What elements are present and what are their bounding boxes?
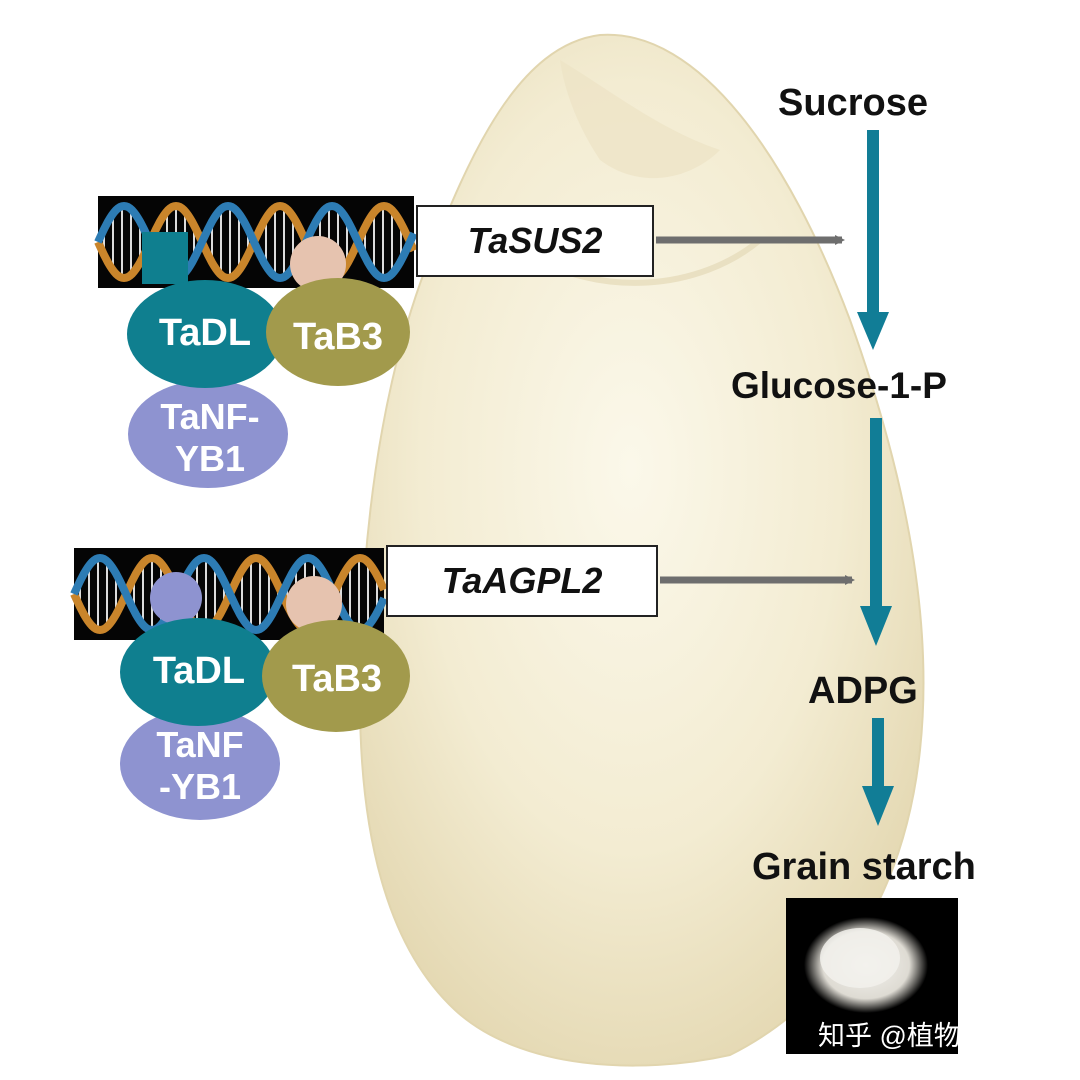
gene-box-taagpl2: TaAGPL2: [386, 545, 658, 617]
tanf-binding-circle-bottom: [150, 572, 202, 624]
tab3-top: [266, 278, 410, 386]
label-adpg: ADPG: [808, 670, 918, 712]
label-sucrose: Sucrose: [778, 82, 928, 124]
pathway-arrow-3: [862, 718, 894, 826]
tab3-binding-circle-top: [290, 236, 346, 292]
label-tab3-top: TaB3: [292, 316, 384, 358]
tanf-yb1-top: [128, 380, 288, 488]
grain-starch-photo: [786, 898, 958, 1054]
label-tanf-yb1-top-line2: YB1: [174, 438, 246, 479]
label-grain-starch: Grain starch: [752, 846, 976, 888]
label-tanf-yb1-top-line1: TaNF-: [160, 396, 260, 437]
label-tanf-yb1-bottom-line2: -YB1: [158, 766, 242, 807]
tab3-bottom: [262, 620, 410, 732]
label-tadl-top: TaDL: [158, 312, 252, 354]
pathway-arrow-1: [857, 130, 889, 350]
pathway-arrow-2: [860, 418, 892, 646]
tadl-binding-square-top: [142, 232, 188, 284]
watermark: 知乎 @植物科学: [818, 1021, 1015, 1051]
label-glucose-1-p: Glucose-1-P: [731, 365, 947, 406]
label-tanf-yb1-bottom-line1: TaNF: [156, 724, 244, 765]
tab3-binding-circle-bottom: [286, 576, 342, 632]
tanf-yb1-bottom: [120, 708, 280, 820]
gene-box-tasus2: TaSUS2: [416, 205, 654, 277]
tadl-bottom: [120, 618, 276, 726]
tadl-top: [127, 280, 283, 388]
label-tadl-bottom: TaDL: [152, 650, 246, 692]
label-tab3-bottom: TaB3: [291, 658, 383, 700]
